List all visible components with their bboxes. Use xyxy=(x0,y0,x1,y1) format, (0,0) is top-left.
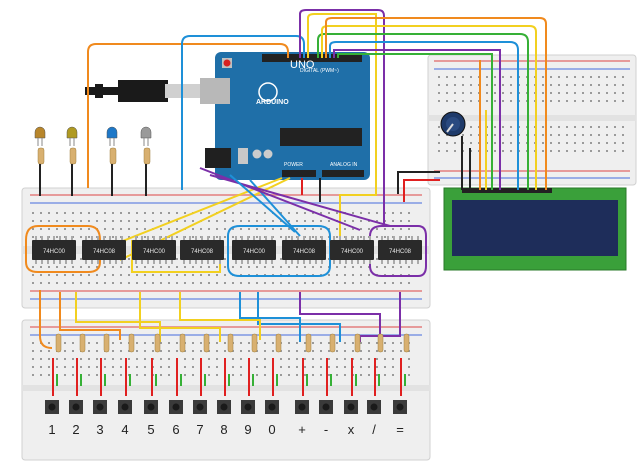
resistor xyxy=(179,333,186,353)
led xyxy=(66,126,78,196)
push-button-cap xyxy=(172,403,180,411)
key-label: - xyxy=(324,422,328,437)
logic-chip: 74HC00 xyxy=(32,236,76,264)
chip-label: 74HC08 xyxy=(191,249,214,255)
push-button-cap xyxy=(96,403,104,411)
resistor xyxy=(403,333,410,353)
logic-chip: 74HC08 xyxy=(282,236,326,264)
resistor xyxy=(377,333,384,353)
lcd-display xyxy=(443,187,627,271)
push-button-cap xyxy=(268,403,276,411)
key-label: 0 xyxy=(268,422,275,437)
key-label: = xyxy=(396,422,404,437)
key-label: 6 xyxy=(172,422,179,437)
key-label: 3 xyxy=(96,422,103,437)
push-button-cap xyxy=(322,403,330,411)
key-label: + xyxy=(298,422,306,437)
resistor xyxy=(103,333,110,353)
chip-label: 74HC08 xyxy=(293,249,316,255)
logic-chips: 74HC00 74HC08 74HC00 74HC08 74HC00 74HC08 74HC… xyxy=(32,236,422,264)
logic-chip: 74HC00 xyxy=(132,236,176,264)
led xyxy=(106,126,118,196)
push-button-cap xyxy=(72,403,80,411)
chip-label: 74HC00 xyxy=(243,249,266,255)
key-label: 5 xyxy=(147,422,154,437)
logic-chip: 74HC00 xyxy=(232,236,276,264)
led xyxy=(34,126,46,196)
arduino-model-label: UNO xyxy=(290,59,315,71)
arduino-uno: DIGITAL (PWM~) ARDUINO UNO POWER ANALOG … xyxy=(200,52,370,180)
resistor xyxy=(354,333,361,353)
push-button-cap xyxy=(147,403,155,411)
leds xyxy=(34,126,152,196)
resistor xyxy=(154,333,161,353)
key-label: 1 xyxy=(48,422,55,437)
resistor xyxy=(79,333,86,353)
key-label: 7 xyxy=(196,422,203,437)
push-button-cap xyxy=(370,403,378,411)
resistor xyxy=(329,333,336,353)
chip-label: 74HC08 xyxy=(389,249,412,255)
resistor xyxy=(275,333,282,353)
resistor xyxy=(251,333,258,353)
chip-label: 74HC00 xyxy=(43,249,66,255)
push-button-cap xyxy=(298,403,306,411)
logic-chip: 74HC08 xyxy=(378,236,422,264)
resistor xyxy=(203,333,210,353)
key-label: 4 xyxy=(121,422,128,437)
push-button-cap xyxy=(220,403,228,411)
push-button-cap xyxy=(196,403,204,411)
potentiometer xyxy=(440,111,466,137)
analog-header-label: ANALOG IN xyxy=(330,162,358,168)
push-button-cap xyxy=(347,403,355,411)
push-button-cap xyxy=(396,403,404,411)
resistor xyxy=(128,333,135,353)
logic-chip: 74HC00 xyxy=(330,236,374,264)
push-button-cap xyxy=(121,403,129,411)
key-label: 2 xyxy=(72,422,79,437)
logic-chip: 74HC08 xyxy=(82,236,126,264)
chip-label: 74HC00 xyxy=(143,249,166,255)
led xyxy=(140,126,152,196)
push-button-cap xyxy=(244,403,252,411)
resistor xyxy=(227,333,234,353)
chip-label: 74HC08 xyxy=(93,249,116,255)
resistor xyxy=(305,333,312,353)
key-label: / xyxy=(372,422,376,437)
push-button-cap xyxy=(48,403,56,411)
resistor xyxy=(55,333,62,353)
key-label: x xyxy=(348,422,355,437)
digital-header-label: DIGITAL (PWM~) xyxy=(300,68,339,74)
logic-chip: 74HC08 xyxy=(180,236,224,264)
arduino-brand-label: ARDUINO xyxy=(256,99,289,106)
key-label: 8 xyxy=(220,422,227,437)
keypad: 1 2 3 4 5 6 7 8 9 0 + - x / = xyxy=(45,333,410,437)
power-header-label: POWER xyxy=(284,162,303,168)
key-label: 9 xyxy=(244,422,251,437)
chip-label: 74HC00 xyxy=(341,249,364,255)
